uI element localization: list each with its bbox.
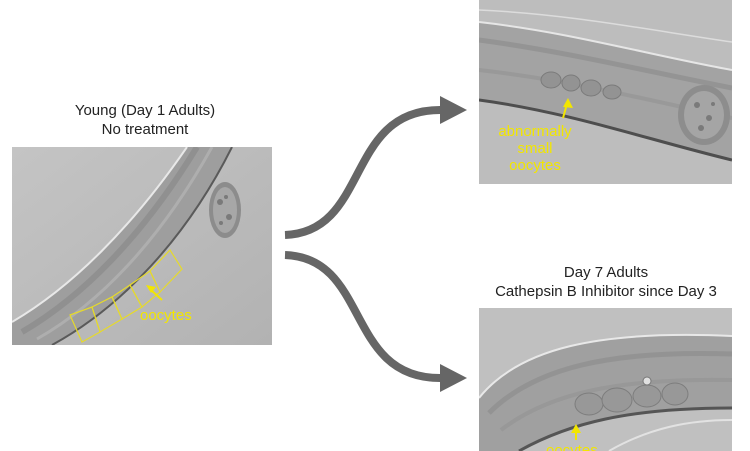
young-oocytes-label: oocytes (140, 307, 192, 324)
treated-aged-micrograph (479, 308, 732, 451)
young-caption-line2: No treatment (101, 121, 189, 138)
treated-caption: Day 7 Adults Cathepsin B Inhibitor since… (466, 263, 746, 301)
young-caption: Young (Day 1 Adults) No treatment (30, 101, 260, 139)
young-micrograph (12, 147, 272, 345)
arrow-to-untreated (284, 106, 441, 239)
untreated-label-line2: small (517, 140, 553, 157)
treated-oocytes-label: oocytes (546, 442, 598, 451)
treated-caption-line2: Cathepsin B Inhibitor since Day 3 (495, 283, 717, 300)
arrow-to-treated (284, 251, 441, 382)
untreated-label-line3: oocytes (509, 157, 561, 174)
young-caption-line1: Young (Day 1 Adults) (74, 102, 216, 119)
untreated-label-line1: abnormally (498, 123, 572, 140)
untreated-oocytes-label: abnormally small oocytes (480, 123, 590, 174)
untreated-aged-micrograph (479, 0, 732, 184)
treated-caption-line1: Day 7 Adults (563, 264, 649, 281)
arrowhead-to-untreated (440, 96, 467, 124)
arrowhead-to-treated (440, 364, 467, 392)
